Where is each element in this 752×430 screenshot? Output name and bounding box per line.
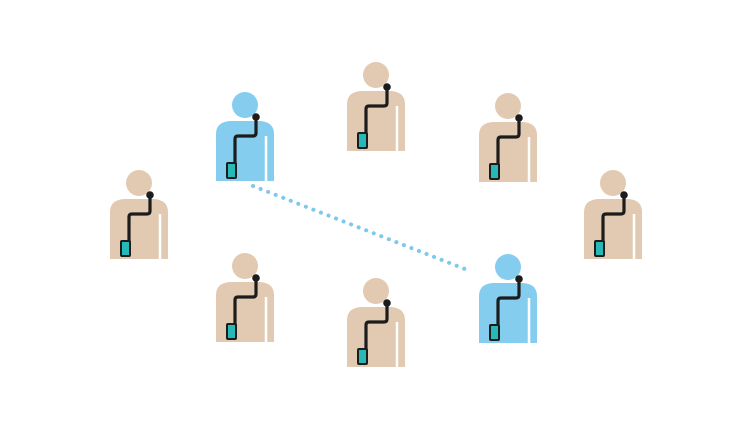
microphone-icon — [515, 275, 523, 283]
link-layer — [251, 184, 472, 273]
person-with-headset-icon — [584, 170, 642, 259]
dotted-link-p1-p8 — [251, 184, 472, 273]
headset-wire — [233, 117, 258, 167]
person-with-headset-icon — [216, 253, 274, 342]
person-head — [600, 170, 626, 196]
person-with-headset-icon — [479, 254, 537, 343]
person-head — [232, 92, 258, 118]
radio-device-icon — [594, 240, 605, 257]
headset-wire — [127, 195, 152, 245]
microphone-icon — [620, 191, 628, 199]
microphone-icon — [515, 114, 523, 122]
person-with-headset-icon — [216, 92, 274, 181]
person-head — [126, 170, 152, 196]
person-with-headset-icon — [347, 278, 405, 367]
person-with-headset-icon — [479, 93, 537, 182]
radio-device-icon — [226, 162, 237, 179]
radio-device-icon — [357, 132, 368, 149]
radio-device-icon — [226, 323, 237, 340]
microphone-icon — [252, 113, 260, 121]
radio-device-icon — [120, 240, 131, 257]
headset-wire — [364, 303, 389, 353]
headset-wire — [496, 118, 521, 168]
microphone-icon — [383, 83, 391, 91]
headset-wire — [496, 279, 521, 329]
headset-wire — [601, 195, 626, 245]
radio-device-icon — [489, 163, 500, 180]
microphone-icon — [252, 274, 260, 282]
person-head — [495, 93, 521, 119]
microphone-icon — [146, 191, 154, 199]
person-with-headset-icon — [347, 62, 405, 151]
microphone-icon — [383, 299, 391, 307]
person-head — [232, 253, 258, 279]
person-head — [363, 62, 389, 88]
person-head — [363, 278, 389, 304]
person-with-headset-icon — [110, 170, 168, 259]
person-head — [495, 254, 521, 280]
radio-device-icon — [489, 324, 500, 341]
headset-wire — [364, 87, 389, 137]
radio-device-icon — [357, 348, 368, 365]
people-layer — [110, 62, 642, 367]
headset-wire — [233, 278, 258, 328]
